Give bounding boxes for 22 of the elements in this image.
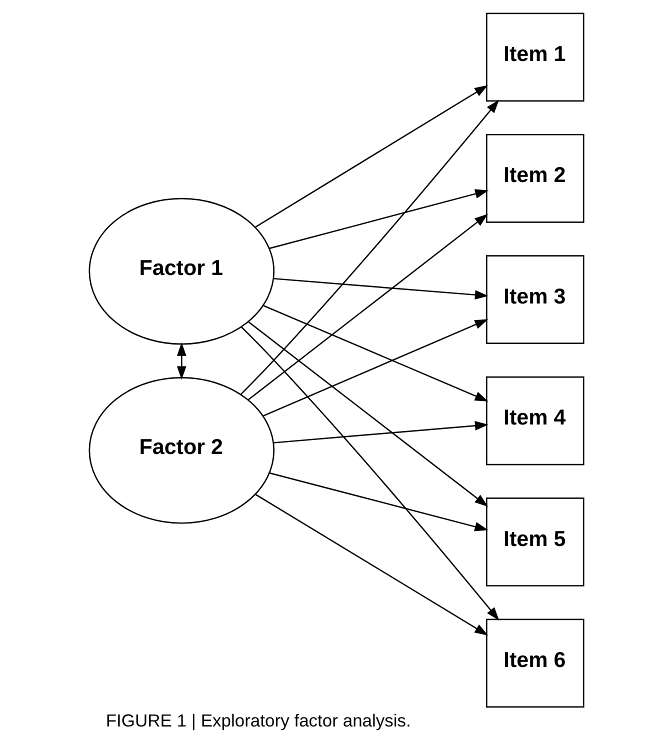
arrow [240, 326, 499, 621]
node-ellipse: Factor 1 [88, 198, 274, 345]
node-box: Item 5 [485, 498, 584, 586]
node-box: Item 2 [485, 134, 584, 223]
arrow [176, 342, 186, 380]
node-box: Item 1 [485, 12, 584, 102]
arrow [240, 100, 499, 395]
arrow [254, 494, 488, 636]
arrow [248, 321, 488, 507]
node-box: Item 6 [485, 618, 584, 708]
arrow [273, 278, 488, 300]
arrow [262, 304, 488, 402]
node-ellipse: Factor 2 [88, 377, 274, 524]
arrow [269, 472, 488, 532]
caption: FIGURE 1 | Exploratory factor analysis. [105, 710, 410, 730]
node-box: Item 3 [485, 255, 584, 344]
arrow [273, 421, 488, 444]
arrow [262, 319, 488, 417]
arrow [254, 85, 488, 228]
arrow [247, 214, 488, 400]
node-box: Item 4 [485, 376, 584, 466]
arrow [268, 189, 488, 250]
